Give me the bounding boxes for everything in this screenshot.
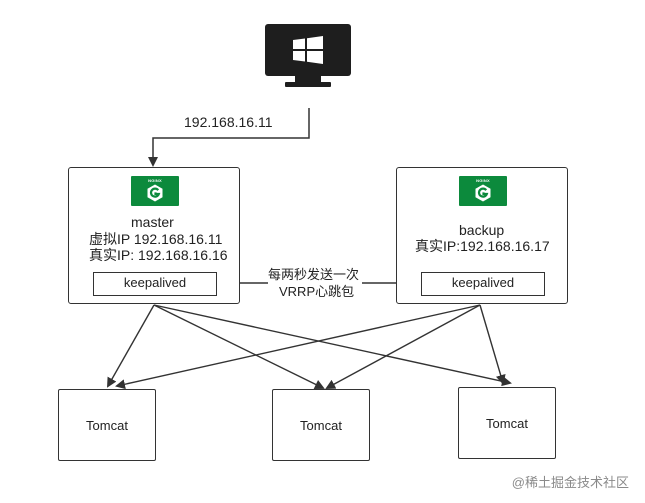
nginx-g-icon bbox=[147, 184, 163, 202]
backup-node: NGINX backup 真实IP:192.168.16.17 keepaliv… bbox=[396, 167, 568, 304]
client-ip-label: 192.168.16.11 bbox=[184, 114, 273, 130]
heartbeat-label-line1: 每两秒发送一次 bbox=[268, 267, 360, 282]
backup-to-tomcat-1 bbox=[115, 304, 481, 390]
backup-real-ip: 真实IP:192.168.16.17 bbox=[415, 238, 550, 254]
nginx-logo: NGINX bbox=[131, 176, 179, 206]
tomcat-server-3: Tomcat bbox=[458, 387, 556, 459]
windows-logo-icon bbox=[293, 36, 323, 64]
master-vip: 虚拟IP 192.168.16.11 bbox=[89, 231, 223, 247]
master-node: NGINX master 虚拟IP 192.168.16.11 真实IP: 19… bbox=[68, 167, 240, 304]
master-real-ip: 真实IP: 192.168.16.16 bbox=[89, 247, 228, 263]
nginx-logo-text: NGINX bbox=[148, 178, 162, 183]
master-keepalived: keepalived bbox=[93, 272, 217, 296]
master-to-tomcat-1 bbox=[107, 304, 155, 388]
tomcat-server-2: Tomcat bbox=[272, 389, 370, 461]
nginx-logo: NGINX bbox=[459, 176, 507, 206]
backup-to-tomcat-3 bbox=[479, 304, 506, 385]
windows-computer-icon bbox=[265, 24, 351, 88]
tomcat-server-1: Tomcat bbox=[58, 389, 156, 461]
backup-name: backup bbox=[459, 222, 505, 238]
master-name: master bbox=[131, 214, 174, 230]
backup-to-tomcat-2 bbox=[325, 304, 481, 389]
nginx-g-icon bbox=[475, 184, 491, 202]
master-to-tomcat-3 bbox=[153, 304, 512, 387]
master-to-tomcat-2 bbox=[153, 304, 325, 389]
nginx-logo-text: NGINX bbox=[476, 178, 490, 183]
watermark: @稀土掘金技术社区 bbox=[511, 475, 629, 490]
backup-keepalived: keepalived bbox=[421, 272, 545, 296]
heartbeat-label-line2: VRRP心跳包 bbox=[279, 284, 355, 299]
client-to-master-arrow bbox=[148, 108, 310, 167]
